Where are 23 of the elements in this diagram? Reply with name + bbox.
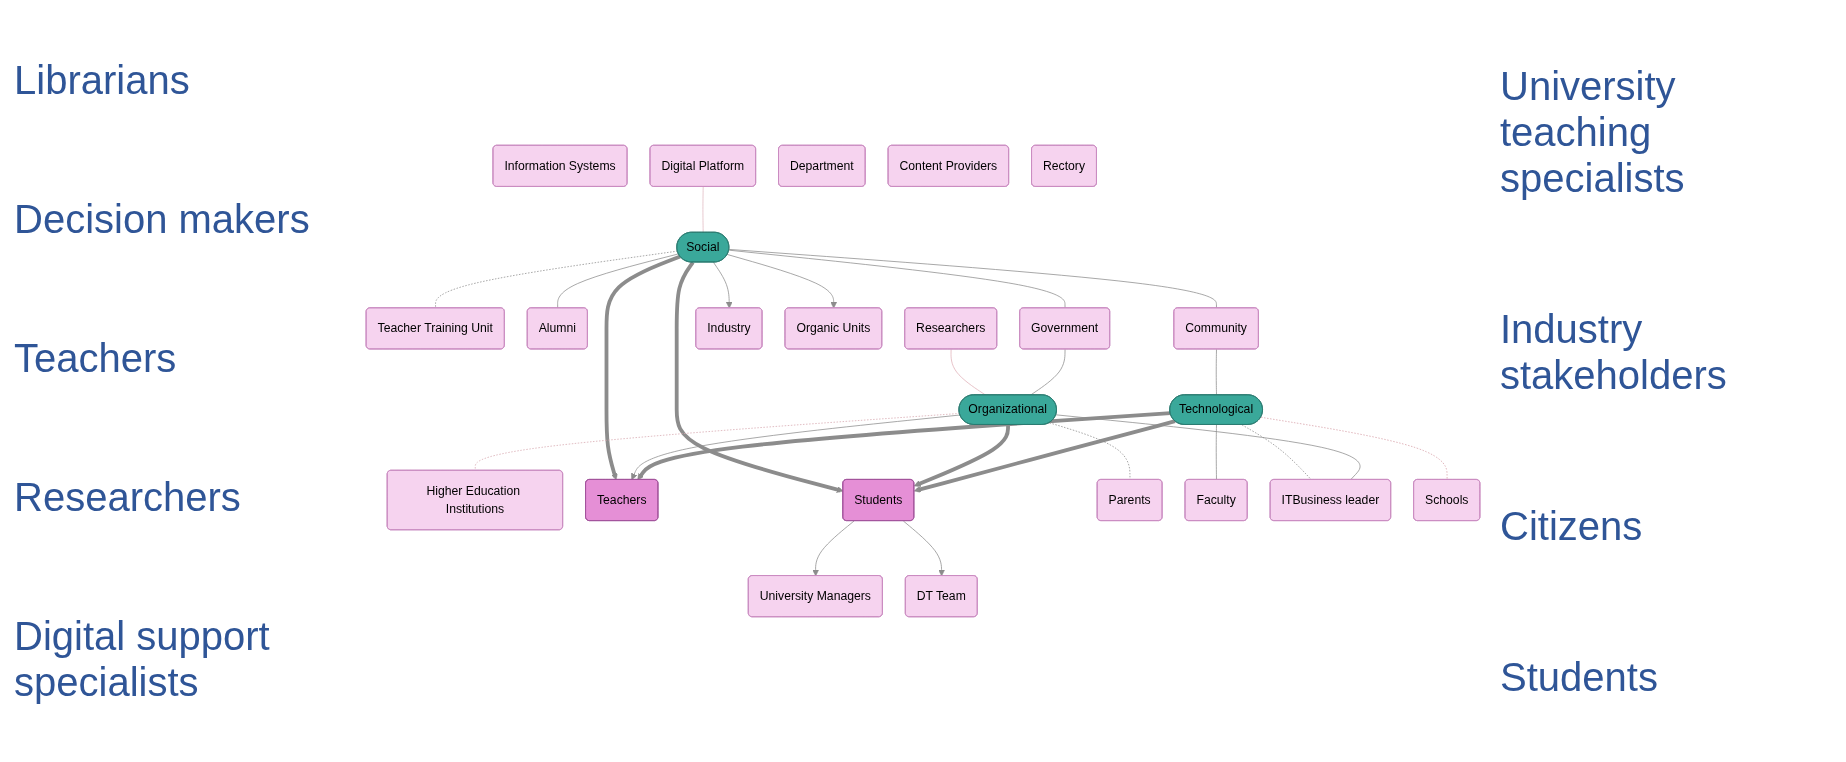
- stakeholder-label: Industry stakeholders: [1500, 305, 1728, 398]
- connector: [1030, 348, 1066, 396]
- stakeholder-label: Students: [1500, 653, 1659, 700]
- connector: [557, 253, 679, 309]
- stakeholder-label: Digital support specialists: [14, 613, 271, 706]
- stakeholder-label: University teaching specialists: [1500, 62, 1686, 201]
- connector: [435, 250, 678, 309]
- stakeholder-label: Decision makers: [14, 195, 311, 242]
- stakeholder-label: Citizens: [1500, 502, 1644, 549]
- stakeholder-label: Teachers: [14, 334, 178, 381]
- stakeholder-label: Librarians: [14, 56, 191, 103]
- connector: [1215, 424, 1217, 481]
- arrow: [604, 254, 681, 481]
- connector: [1215, 348, 1217, 396]
- connector: [1260, 416, 1448, 481]
- connector: [1241, 424, 1312, 481]
- stakeholder-label: Researchers: [14, 474, 242, 521]
- arrow: [913, 424, 1010, 487]
- connector: [950, 348, 986, 396]
- arrow: [913, 419, 1176, 493]
- connector: [1049, 422, 1131, 481]
- arrow: [637, 411, 1171, 481]
- connector: [1055, 414, 1361, 481]
